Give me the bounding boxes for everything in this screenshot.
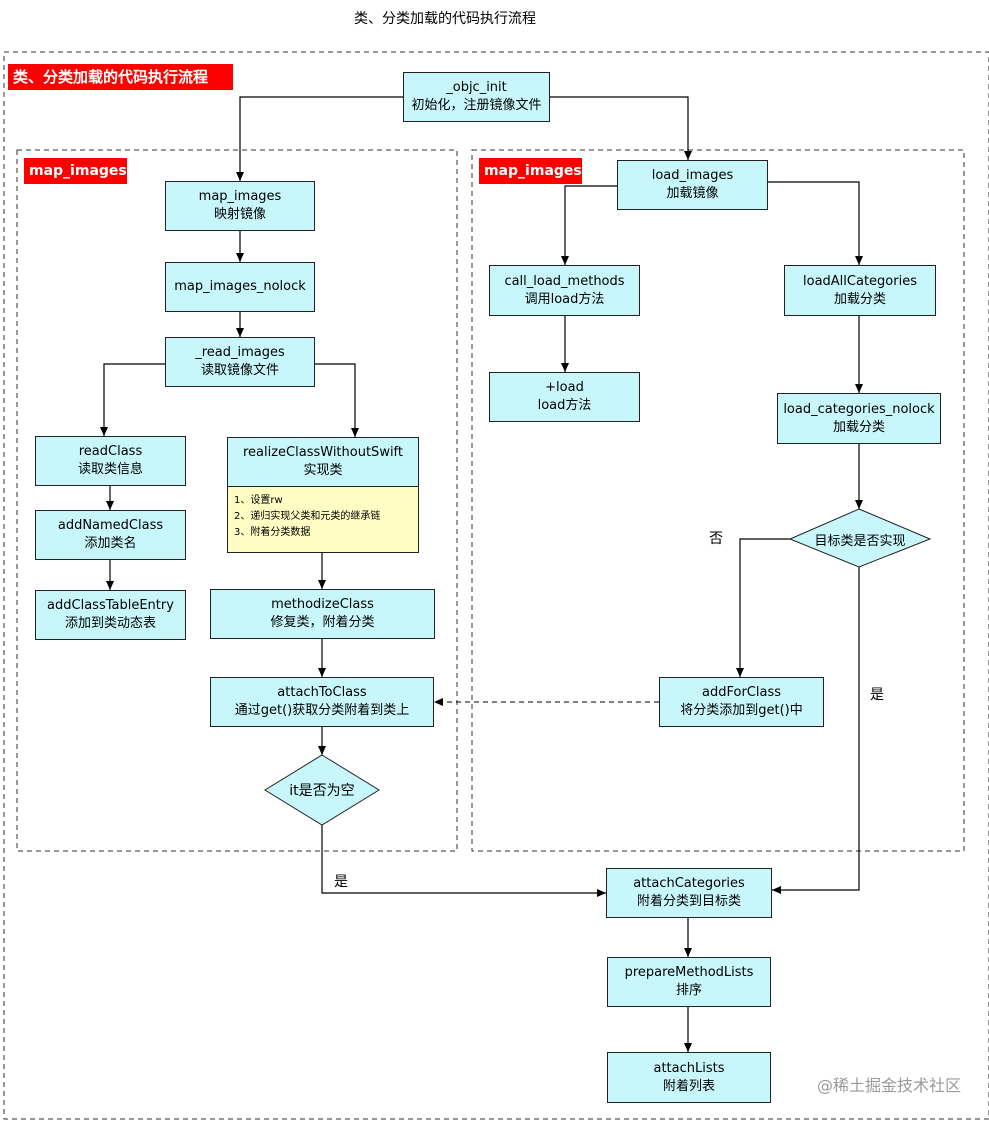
edge-target-yes-to-attachcategories [772,567,860,894]
node-objc-init-desc: 初始化，注册镜像文件 [411,98,542,113]
node-map-images-nolock-name: map_images_nolock [174,279,306,294]
edge-itempty-to-attachcategories [321,825,606,897]
node-realize-desc: 实现类 [303,463,343,478]
node-realizeclasswithoutswift[interactable]: realizeClassWithoutSwift 实现类 [227,437,419,487]
node-read-images-desc: 读取镜像文件 [200,363,279,378]
node-loadallcategories[interactable]: loadAllCategories 加载分类 [784,265,936,316]
realize-note-line-2: 2、递归实现父类和元类的继承链 [234,511,381,522]
node-preparemethodlists-name: prepareMethodLists [624,965,754,980]
node-map-images-name: map_images [198,189,282,204]
node-addforclass-name: addForClass [702,685,781,700]
node-plus-load[interactable]: +load load方法 [489,372,640,422]
node-load-categories-nolock[interactable]: load_categories_nolock 加载分类 [777,393,941,444]
edge-init-to-map-images [236,96,403,181]
node-addnamedclass-name: addNamedClass [57,518,164,533]
node-attachtoclass-desc: 通过get()获取分类附着到类上 [234,703,410,718]
node-readclass-name: readClass [78,444,143,459]
node-loadallcategories-desc: 加载分类 [833,291,886,307]
node-call-load-methods[interactable]: call_load_methods 调用load方法 [489,265,640,316]
node-call-load-methods-desc: 调用load方法 [524,291,605,307]
node-loadallcategories-name: loadAllCategories [803,273,917,289]
decision-it-empty-shape [264,754,380,826]
outer-group-tag: 类、分类加载的代码执行流程 [8,64,233,90]
realize-note: 1、设置rw 2、递归实现父类和元类的继承链 3、附着分类数据 [227,486,419,553]
edge-read-to-realize [315,363,359,437]
node-addclasstableentry[interactable]: addClassTableEntry 添加到类动态表 [35,590,186,640]
node-attachtoclass[interactable]: attachToClass 通过get()获取分类附着到类上 [210,677,434,727]
node-objc-init[interactable]: _objc_init 初始化，注册镜像文件 [403,72,550,122]
node-methodize-name: methodizeClass [271,597,374,612]
edge-label-no: 否 [709,531,723,547]
node-attachlists-desc: 附着列表 [662,1078,715,1094]
node-map-images-nolock[interactable]: map_images_nolock [165,262,315,312]
edge-label-yes-right: 是 [870,687,884,703]
edge-load-to-loadall [768,181,863,265]
node-addforclass[interactable]: addForClass 将分类添加到get()中 [659,677,824,727]
realize-note-line-1: 1、设置rw [234,495,283,506]
node-attachtoclass-name: attachToClass [277,685,367,700]
left-group-frame [16,149,458,852]
node-load-images-name: load_images [651,168,734,183]
node-map-images-desc: 映射镜像 [213,207,266,222]
node-addnamedclass[interactable]: addNamedClass 添加类名 [35,510,186,560]
watermark: @稀土掘金技术社区 [816,1076,961,1095]
node-methodizeclass[interactable]: methodizeClass 修复类，附着分类 [210,589,435,639]
node-preparemethodlists-desc: 排序 [675,983,702,998]
left-group-tag: map_images [24,158,127,184]
node-addforclass-desc: 将分类添加到get()中 [680,703,803,718]
edge-init-to-load-images [550,96,692,160]
node-methodize-desc: 修复类，附着分类 [270,615,375,630]
realize-note-line-3: 3、附着分类数据 [234,527,311,538]
decision-target-realized-shape [788,508,932,568]
node-attachlists-name: attachLists [653,1060,725,1076]
right-group-tag: map_images [479,158,582,184]
node-addnamedclass-desc: 添加类名 [84,536,137,551]
decision-it-empty[interactable]: it是否为空 [289,783,355,799]
node-addclasstableentry-name: addClassTableEntry [47,598,174,613]
node-read-images-name: _read_images [195,345,285,360]
decision-target-realized[interactable]: 目标类是否实现 [814,533,906,549]
node-load-images-desc: 加载镜像 [666,186,719,201]
node-map-images[interactable]: map_images 映射镜像 [165,181,315,231]
node-attachcategories[interactable]: attachCategories 附着分类到目标类 [606,868,772,918]
node-plus-load-name: +load [545,380,584,395]
edge-load-to-callload [561,185,617,265]
node-readclass-desc: 读取类信息 [77,462,143,477]
page-title: 类、分类加载的代码执行流程 [354,11,536,27]
node-preparemethodlists[interactable]: prepareMethodLists 排序 [607,957,771,1007]
edge-read-to-readclass [100,363,165,436]
node-call-load-methods-name: call_load_methods [504,273,625,289]
node-read-images[interactable]: _read_images 读取镜像文件 [165,337,315,387]
node-readclass[interactable]: readClass 读取类信息 [35,436,186,486]
node-plus-load-desc: load方法 [537,398,592,413]
node-load-categories-nolock-name: load_categories_nolock [783,401,935,417]
right-group-frame [471,149,965,852]
node-objc-init-name: _objc_init [446,80,507,95]
node-load-categories-nolock-desc: 加载分类 [832,419,885,435]
node-attachcategories-desc: 附着分类到目标类 [636,894,741,909]
node-attachlists[interactable]: attachLists 附着列表 [607,1052,771,1103]
node-addclasstableentry-desc: 添加到类动态表 [64,616,156,631]
edge-label-yes-left: 是 [334,874,348,890]
node-load-images[interactable]: load_images 加载镜像 [617,160,768,210]
outer-frame [3,51,989,1120]
node-attachcategories-name: attachCategories [633,876,745,891]
edge-target-no-to-addforclass [736,538,790,677]
node-realize-name: realizeClassWithoutSwift [242,445,404,460]
